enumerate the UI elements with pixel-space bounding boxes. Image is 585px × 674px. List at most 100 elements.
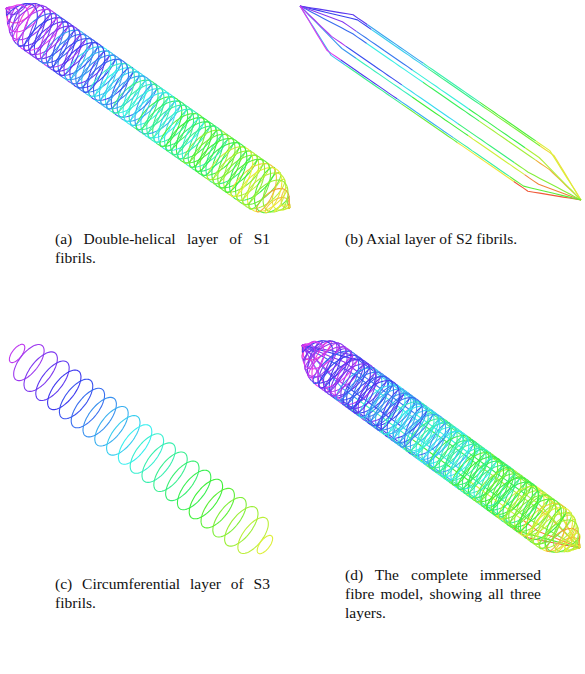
s1-fibril: [7, 16, 15, 23]
s1-fibril: [111, 88, 125, 109]
subfigure-caption: (d) The complete immersed fibre model, s…: [345, 565, 541, 622]
s1-fibril: [203, 147, 222, 168]
s1-fibril: [444, 431, 465, 435]
s1-fibril: [504, 504, 513, 522]
s1-fibril: [227, 164, 246, 185]
circumferential-layer-figure: [9, 344, 272, 553]
s1-fibril: [59, 68, 64, 76]
s1-fibril: [149, 80, 152, 105]
s1-fibril: [490, 470, 514, 478]
s1-fibril: [54, 13, 57, 38]
s1-fibril: [421, 415, 442, 419]
s2-fibril: [397, 99, 453, 138]
s1-fibril: [249, 201, 253, 210]
s1-fibril: [305, 361, 308, 370]
s1-fibril: [350, 351, 353, 376]
s3-fibril: [238, 517, 268, 553]
s1-fibril: [576, 525, 578, 543]
s1-fibril: [538, 491, 550, 505]
s1-fibril: [249, 165, 259, 192]
s1-fibril: [308, 371, 313, 378]
s3-fibril: [257, 535, 272, 553]
s1-fibril: [6, 8, 10, 10]
s1-fibril: [378, 387, 388, 414]
s1-fibril: [379, 402, 399, 422]
s2-fibril: [300, 6, 346, 46]
s1-fibril: [37, 30, 56, 51]
s3-fibril: [107, 416, 140, 456]
s1-fibril: [104, 59, 125, 63]
s2-fibril: [540, 493, 580, 548]
s1-fibril: [512, 469, 515, 494]
s1-fibril: [513, 486, 537, 494]
s1-fibril: [573, 548, 580, 550]
s2-fibril: [525, 148, 581, 200]
s1-fibril: [468, 440, 480, 454]
s2-fibril: [345, 65, 401, 104]
s1-fibril: [178, 115, 188, 142]
s1-fibril: [108, 80, 127, 101]
s1-fibril: [265, 200, 275, 211]
s1-fibril: [401, 404, 411, 431]
s1-fibril: [248, 174, 270, 192]
s2-fibril: [484, 107, 540, 146]
s1-fibril: [558, 503, 561, 528]
s1-fibril: [220, 130, 223, 155]
s1-fibril: [544, 528, 559, 548]
s1-fibril: [124, 108, 129, 122]
s3-fibril: [142, 443, 175, 483]
s3-fibril: [36, 361, 69, 401]
s1-fibril: [515, 474, 527, 488]
s1-fibril: [57, 18, 69, 32]
s1-fibril: [306, 342, 319, 345]
s1-fibril: [78, 30, 81, 55]
complete-model-figure: [302, 341, 580, 553]
s1-fibril: [246, 151, 259, 165]
s1-fibril: [467, 453, 491, 461]
s1-fibril: [283, 208, 290, 210]
s3-fibril: [9, 344, 24, 362]
s1-fibril: [538, 514, 561, 531]
s1-fibril: [571, 522, 577, 544]
s1-fibril: [354, 370, 364, 397]
s1-fibril: [13, 34, 18, 41]
s1-fibril: [533, 531, 538, 545]
s2-fibril: [373, 371, 429, 412]
s3-fibril: [14, 345, 44, 381]
s1-fibril: [223, 134, 235, 148]
s3-fibril: [24, 352, 57, 392]
s1-fibril: [448, 452, 468, 472]
s1-fibril: [199, 126, 220, 130]
s1-fibril: [425, 435, 445, 455]
s1-fibril: [131, 82, 141, 109]
s1-fibril: [102, 46, 105, 71]
s1-fibril: [428, 443, 443, 463]
s1-fibril: [274, 206, 281, 212]
helical-layer-figure: [6, 4, 290, 213]
s1-fibril: [175, 114, 199, 123]
s2-fibril: [302, 345, 346, 406]
s1-fibril: [8, 16, 13, 24]
s1-fibril: [253, 188, 267, 209]
s2-fibril: [402, 85, 458, 124]
s2-fibril: [302, 345, 358, 372]
s1-fibril: [206, 154, 220, 175]
s2-fibril: [346, 46, 402, 85]
s1-fibril: [159, 121, 174, 142]
s1-fibril: [424, 420, 434, 447]
s1-fibril: [435, 453, 444, 471]
s2-fibril: [302, 345, 357, 399]
s1-fibril: [175, 109, 196, 113]
s1-fibril: [491, 457, 503, 471]
s1-fibril: [444, 436, 468, 444]
s2-fibril: [514, 163, 581, 201]
s1-fibril: [355, 385, 375, 405]
s1-fibril: [172, 141, 177, 155]
s1-fibril: [562, 529, 577, 532]
s1-fibril: [402, 419, 421, 439]
s1-fibril: [565, 537, 577, 539]
s2-fibril: [413, 70, 469, 109]
s1-fibril: [325, 379, 330, 393]
s2-fibril: [479, 121, 535, 160]
s1-fibril: [374, 385, 398, 393]
